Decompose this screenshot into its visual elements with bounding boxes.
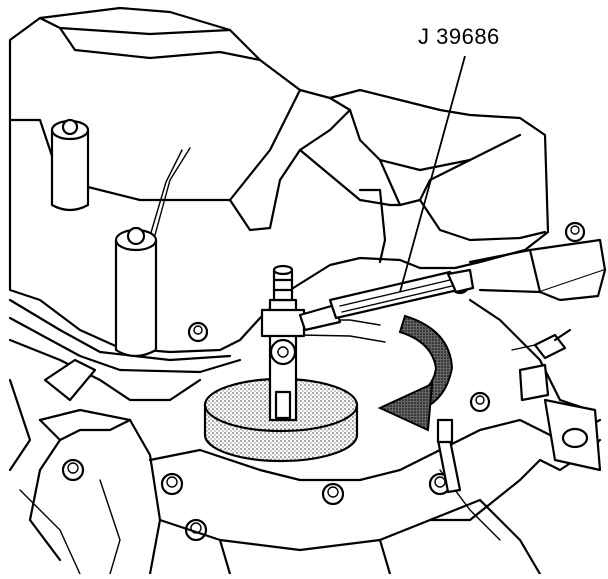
rotation-arrow-icon [377, 314, 454, 432]
shaft-posts [436, 418, 462, 494]
bolt-icon [564, 221, 586, 243]
bolt-icon [61, 458, 85, 482]
bolt-icon [187, 321, 209, 343]
callout-leader-line [399, 55, 466, 293]
tool-callout-label: J 39686 [418, 24, 500, 49]
bolt-icon [160, 472, 184, 496]
bolt-icon [184, 518, 208, 542]
left-bosses [50, 118, 158, 358]
tool-assembly [260, 264, 475, 422]
bolt-icon [321, 482, 345, 506]
gear-disc [203, 377, 359, 463]
lower-case [8, 298, 602, 576]
bolt-icon [469, 391, 491, 413]
right-bracket [468, 238, 607, 472]
